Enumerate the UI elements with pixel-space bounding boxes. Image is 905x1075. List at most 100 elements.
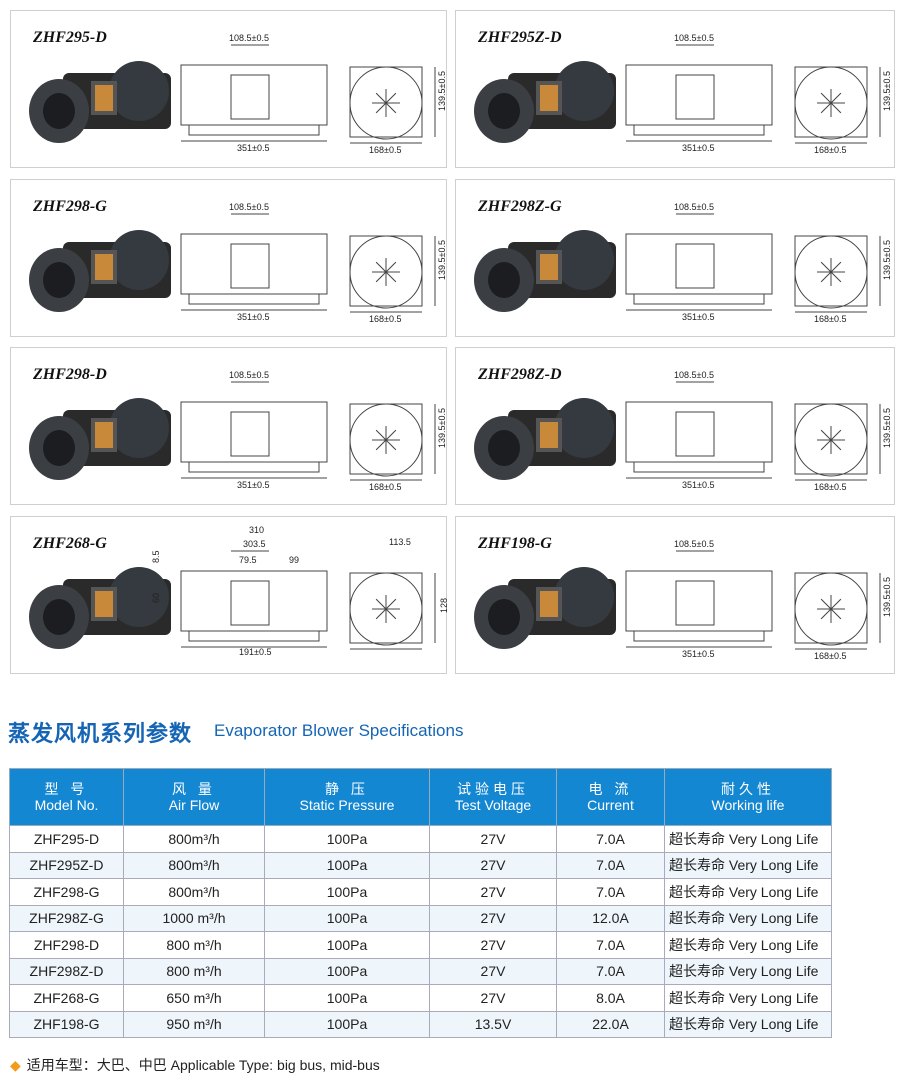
product-model-label: ZHF295-D (33, 29, 107, 46)
cell-flow: 800m³/h (123, 825, 265, 853)
dimension-label: 351±0.5 (237, 312, 270, 322)
cell-current: 12.0A (556, 904, 665, 932)
cell-pressure: 100Pa (264, 957, 430, 985)
dimension-label: 168±0.5 (814, 314, 847, 324)
cell-model: ZHF268-G (9, 984, 124, 1012)
cell-voltage: 27V (429, 984, 557, 1012)
dimension-label: 168±0.5 (814, 482, 847, 492)
cell-flow: 950 m³/h (123, 1010, 265, 1038)
dimension-label: 79.5 (239, 555, 257, 565)
cell-life: 超长寿命 Very Long Life (664, 904, 832, 932)
cell-model: ZHF295-D (9, 825, 124, 853)
blower-photo (474, 230, 616, 312)
cell-flow: 650 m³/h (123, 984, 265, 1012)
cell-flow: 800m³/h (123, 851, 265, 879)
dimension-label: 310 (249, 525, 265, 535)
diamond-bullet-icon: ◆ (10, 1057, 21, 1073)
dimension-label: 108.5±0.5 (229, 370, 269, 380)
cell-voltage: 27V (429, 851, 557, 879)
cell-flow: 800 m³/h (123, 957, 265, 985)
blower-photo (474, 61, 616, 143)
product-card: ZHF295-D 108.5±0.5 351±0.5 168±0.5 139.5±0.5 (10, 10, 447, 168)
cell-current: 7.0A (556, 851, 665, 879)
product-model-label: ZHF268-G (33, 535, 107, 552)
dimension-label: 108.5±0.5 (229, 33, 269, 43)
cell-current: 7.0A (556, 825, 665, 853)
dimension-label: 108.5±0.5 (674, 370, 714, 380)
dimension-label: 139.5±0.5 (437, 240, 447, 280)
cell-pressure: 100Pa (264, 878, 430, 906)
blower-photo (474, 398, 616, 480)
dimension-label: 139.5±0.5 (437, 408, 447, 448)
product-card: ZHF298Z-D 108.5±0.5 351±0.5 168±0.5 139.5±0.… (455, 347, 895, 505)
dimension-label: 168±0.5 (369, 314, 402, 324)
blower-photo (29, 398, 171, 480)
cell-voltage: 27V (429, 878, 557, 906)
cell-flow: 800m³/h (123, 878, 265, 906)
dimension-label: 8.5 (151, 550, 161, 563)
section-title-en: Evaporator Blower Specifications (214, 721, 464, 740)
dimension-label: 168±0.5 (814, 145, 847, 155)
dimension-label: 108.5±0.5 (674, 202, 714, 212)
cell-life: 超长寿命 Very Long Life (664, 825, 832, 853)
cell-current: 7.0A (556, 931, 665, 959)
dimension-label: 99 (289, 555, 300, 565)
dimension-label: 168±0.5 (369, 145, 402, 155)
dimension-label: 168±0.5 (814, 651, 847, 661)
cell-flow: 800 m³/h (123, 931, 265, 959)
cell-model: ZHF298Z-D (9, 957, 124, 985)
cell-voltage: 13.5V (429, 1010, 557, 1038)
dimension-label: 139.5±0.5 (882, 408, 892, 448)
dimension-label: 108.5±0.5 (674, 33, 714, 43)
blower-photo (29, 230, 171, 312)
cell-pressure: 100Pa (264, 984, 430, 1012)
cell-current: 22.0A (556, 1010, 665, 1038)
cell-life: 超长寿命 Very Long Life (664, 957, 832, 985)
product-model-label: ZHF295Z-D (478, 29, 562, 46)
dimension-label: 139.5±0.5 (437, 71, 447, 111)
cell-life: 超长寿命 Very Long Life (664, 984, 832, 1012)
cell-voltage: 27V (429, 931, 557, 959)
cell-pressure: 100Pa (264, 825, 430, 853)
blower-photo (29, 61, 171, 143)
blower-photo (29, 567, 171, 649)
cell-current: 8.0A (556, 984, 665, 1012)
product-model-label: ZHF298-D (33, 366, 107, 383)
dimension-label: 303.5 (243, 539, 266, 549)
cell-model: ZHF295Z-D (9, 851, 124, 879)
dimension-label: 191±0.5 (239, 647, 272, 657)
cell-life: 超长寿命 Very Long Life (664, 851, 832, 879)
cell-model: ZHF298-D (9, 931, 124, 959)
dimension-label: 351±0.5 (237, 143, 270, 153)
cell-model: ZHF298Z-G (9, 904, 124, 932)
cell-model: ZHF198-G (9, 1010, 124, 1038)
applicable-type-note: ◆适用车型：大巴、中巴 Applicable Type: big bus, mi… (10, 1057, 380, 1073)
dimension-label: 351±0.5 (682, 480, 715, 490)
dimension-label: 168±0.5 (369, 482, 402, 492)
cell-flow: 1000 m³/h (123, 904, 265, 932)
cell-voltage: 27V (429, 904, 557, 932)
product-model-label: ZHF298Z-D (478, 366, 562, 383)
dimension-label: 139.5±0.5 (882, 240, 892, 280)
cell-voltage: 27V (429, 825, 557, 853)
product-model-label: ZHF298-G (33, 198, 107, 215)
cell-pressure: 100Pa (264, 851, 430, 879)
cell-pressure: 100Pa (264, 1010, 430, 1038)
cell-life: 超长寿命 Very Long Life (664, 1010, 832, 1038)
